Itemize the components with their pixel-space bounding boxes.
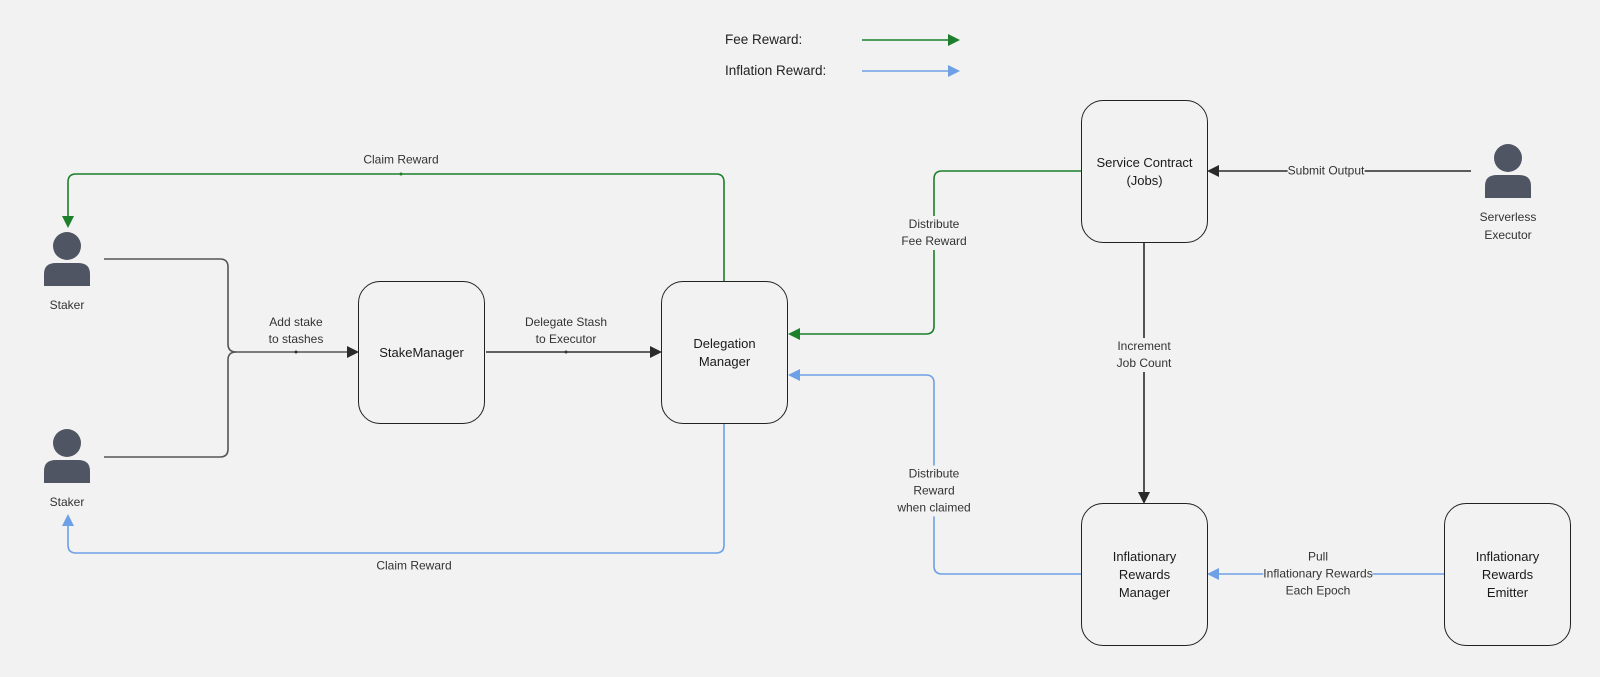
inflationary-rewards-manager-label: Inflationary Rewards Manager [1112, 548, 1177, 600]
staker-bottom-label: Staker [49, 495, 85, 509]
edge-staker-top-merge [104, 258, 237, 353]
staker-top-icon [44, 232, 90, 286]
service-contract-label: Service Contract (Jobs) [1096, 154, 1193, 188]
distribute-fee-reward-label: Distribute Fee Reward [901, 216, 967, 250]
pull-inflationary-rewards-label: Pull Inflationary Rewards Each Epoch [1263, 548, 1373, 600]
service-contract-node: Service Contract (Jobs) [1081, 100, 1208, 243]
edge-delegate-stash-midpoint [564, 350, 568, 354]
claim-reward-fee-label: Claim Reward [363, 151, 439, 169]
edge-add-stake-midpoint [294, 350, 298, 354]
delegation-manager-label: Delegation Manager [693, 335, 756, 369]
increment-job-count-label: Increment Job Count [1116, 338, 1172, 372]
delegate-stash-label: Delegate Stash to Executor [524, 314, 608, 348]
distribute-reward-claimed-label: Distribute Reward when claimed [897, 465, 971, 517]
claim-reward-inflation-label: Claim Reward [376, 557, 452, 575]
inflationary-rewards-emitter-label: Inflationary Rewards Emitter [1475, 548, 1540, 600]
serverless-executor-icon [1485, 144, 1531, 198]
edge-distribute-fee-reward [788, 170, 1081, 340]
stake-manager-label: StakeManager [379, 344, 464, 360]
edge-staker-bottom-merge [104, 351, 237, 458]
staker-top-label: Staker [49, 298, 85, 312]
serverless-executor-label: Serverless Executor [1479, 210, 1537, 242]
add-stake-label: Add stake to stashes [268, 314, 324, 348]
staker-bottom-icon [44, 429, 90, 483]
submit-output-label: Submit Output [1287, 162, 1365, 180]
delegation-manager-node: Delegation Manager [661, 281, 788, 424]
inflationary-rewards-emitter-node: Inflationary Rewards Emitter [1444, 503, 1571, 646]
legend-fee-label: Fee Reward: [725, 32, 803, 47]
legend-inflation-label: Inflation Reward: [725, 63, 827, 78]
edge-claim-reward-inflation [62, 424, 725, 554]
stake-manager-node: StakeManager [358, 281, 485, 424]
edge-claim-reward-fee [62, 173, 725, 281]
edge-claim-reward-fee-midpoint [399, 172, 403, 176]
inflationary-rewards-manager-node: Inflationary Rewards Manager [1081, 503, 1208, 646]
